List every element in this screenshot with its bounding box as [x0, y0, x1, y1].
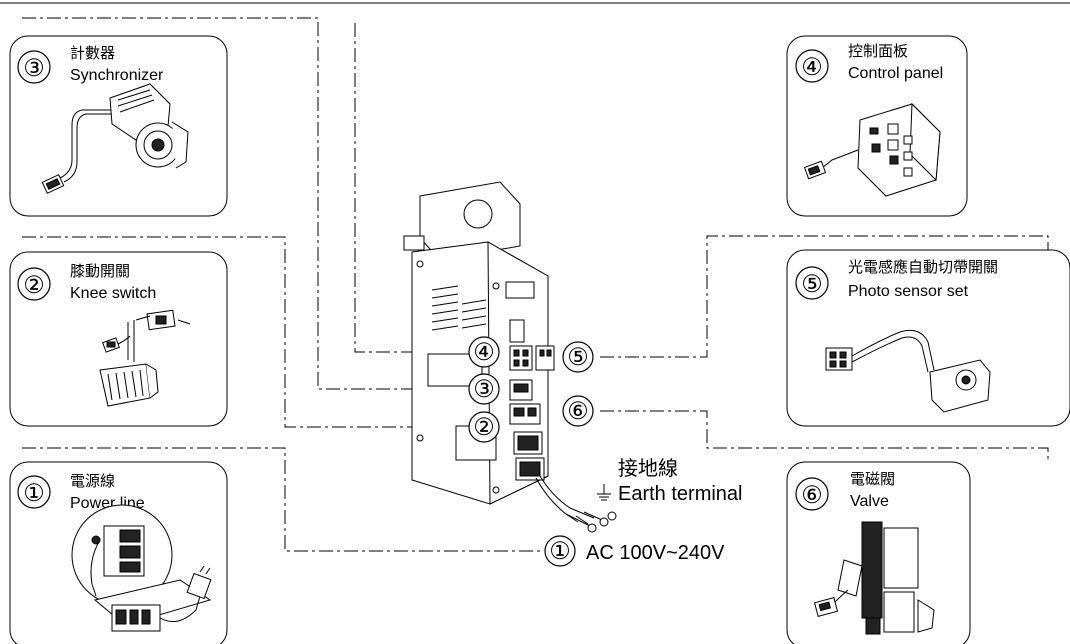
leader-knee-switch: [22, 236, 460, 428]
leader-power-line: [22, 447, 544, 552]
knee-switch-en-label: Knee switch: [70, 285, 156, 302]
connector-badge-4: [468, 336, 500, 368]
leader-lines: [22, 17, 1049, 552]
valve-icon: [813, 521, 935, 635]
number-5: ⑤: [801, 271, 823, 298]
connector-number-4: ④: [473, 339, 495, 366]
earth-zh-label: 接地線: [618, 456, 678, 480]
number-badge-6: [795, 477, 829, 511]
component-box-synchronizer: ③ 計數器 Synchronizer: [9, 35, 228, 217]
synchronizer-icon: [41, 83, 189, 194]
number-4: ④: [801, 54, 823, 81]
valve-en-label: Valve: [850, 493, 889, 510]
connector-number-6: ⑥: [567, 398, 589, 425]
connector-number-5: ⑤: [567, 344, 589, 371]
connector-badge-1: [544, 535, 576, 567]
earth-terminal-label: 接地線 Earth terminal: [597, 456, 743, 505]
control-panel-icon: [803, 102, 941, 197]
earth-en-label: Earth terminal: [618, 483, 743, 505]
control-box-unit: [403, 181, 617, 533]
connector-number-1: ①: [549, 538, 571, 565]
connector-badge-5: [562, 341, 594, 373]
component-box-valve: ⑥ 電磁閥 Valve: [786, 461, 971, 644]
component-box-photo-sensor: ⑤ 光電感應自動切帶開關 Photo sensor set: [786, 249, 1070, 427]
connector-badge-6: [562, 395, 594, 427]
number-badge-4: [795, 49, 829, 83]
component-box-power-line: ① 電源線 Power line: [9, 461, 228, 644]
valve-zh-label: 電磁閥: [850, 470, 895, 488]
control-panel-zh-label: 控制面板: [848, 42, 908, 60]
number-3: ③: [23, 55, 45, 82]
component-box-control-panel: ④ 控制面板 Control panel: [786, 35, 968, 217]
component-box-knee-switch: ② 膝動開關 Knee switch: [9, 251, 228, 427]
number-6: ⑥: [801, 482, 823, 509]
connector-number-2: ②: [473, 414, 495, 441]
power-line-zh-label: 電源線: [70, 472, 115, 490]
knee-switch-zh-label: 膝動開關: [70, 262, 130, 280]
synchronizer-en-label: Synchronizer: [70, 67, 164, 84]
leader-valve: [600, 410, 1049, 462]
connector-badge-2: [468, 411, 500, 443]
socket-control-panel: [509, 345, 533, 371]
connector-badge-3: [468, 373, 500, 405]
knee-switch-icon: [99, 309, 191, 407]
power-supply-label: AC 100V~240V: [586, 542, 725, 564]
leader-synchronizer: [22, 17, 460, 390]
photo-sensor-zh-label: 光電感應自動切帶開關: [848, 258, 998, 276]
ground-symbol-icon: [597, 484, 611, 501]
number-badge-3: [17, 50, 51, 84]
leader-photo-sensor: [600, 235, 1049, 358]
synchronizer-zh-label: 計數器: [70, 44, 115, 62]
photo-sensor-icon: [825, 329, 991, 413]
power-plug-icon: [71, 504, 212, 632]
number-1: ①: [23, 480, 45, 507]
photo-sensor-en-label: Photo sensor set: [848, 283, 969, 300]
number-2: ②: [23, 272, 45, 299]
leader-control-panel: [354, 23, 460, 353]
number-badge-2: [17, 267, 51, 301]
number-badge-1: [17, 475, 51, 509]
connector-number-3: ③: [473, 376, 495, 403]
number-badge-5: [795, 266, 829, 300]
control-panel-en-label: Control panel: [848, 65, 943, 82]
connector-badges: ④ ③ ② ⑤ ⑥ ①: [468, 336, 594, 567]
